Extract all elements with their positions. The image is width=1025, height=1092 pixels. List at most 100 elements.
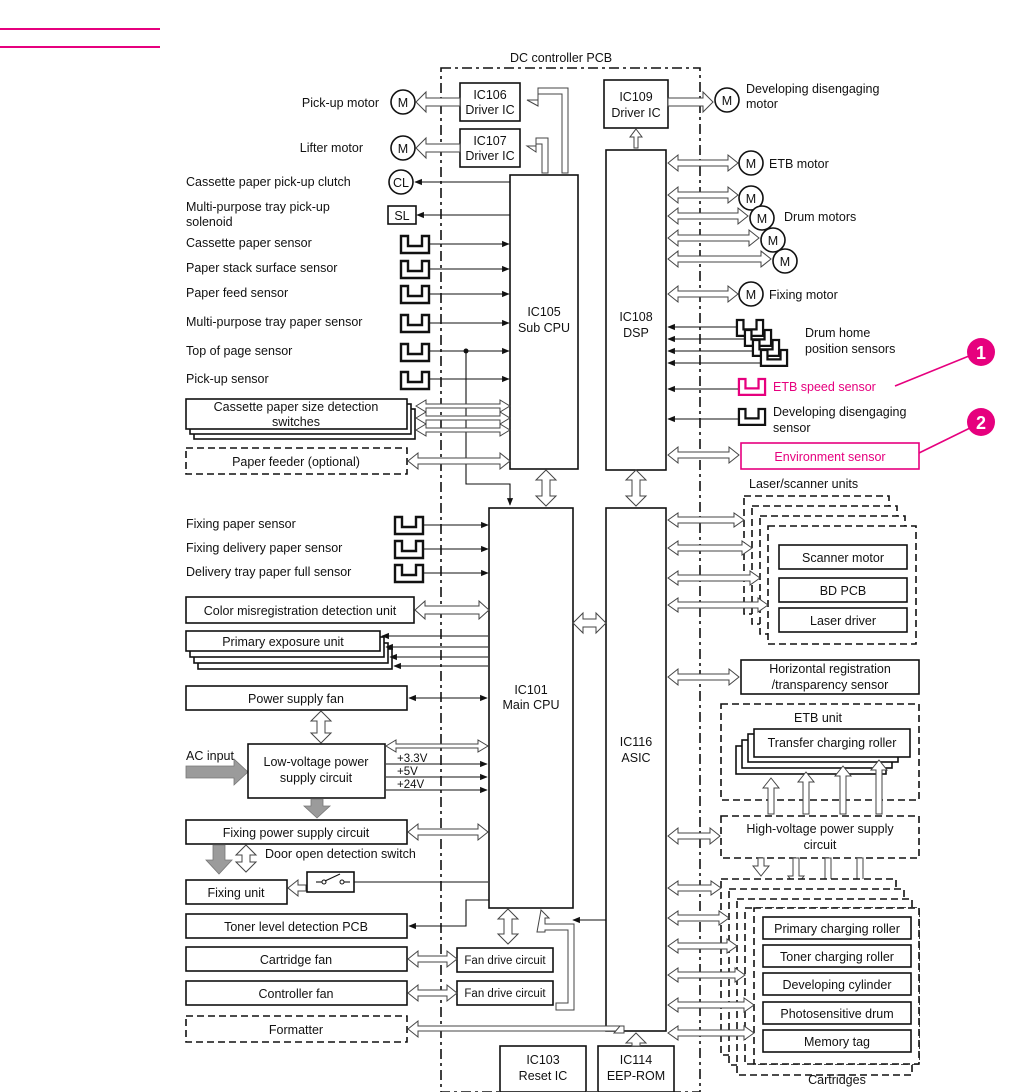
motor-icon: M: [746, 288, 756, 302]
horiz-reg-label-2: /transparency sensor: [772, 678, 889, 692]
lifter-motor: Lifter motor M: [300, 135, 461, 161]
ic114-sublabel: EEP-ROM: [607, 1069, 665, 1083]
drum-motors-label: Drum motors: [784, 210, 856, 224]
etb-unit-label: ETB unit: [794, 711, 842, 725]
hv-power-label-2: circuit: [804, 838, 837, 852]
developing-cylinder-label: Developing cylinder: [782, 978, 891, 992]
lifter-motor-label: Lifter motor: [300, 141, 363, 155]
ic116-label: IC116: [620, 735, 652, 749]
ic105-sub-cpu: IC105 Sub CPU: [509, 174, 579, 470]
dev-disengaging-motor: M Developing disengaging motor: [667, 82, 879, 114]
cassette-size-label: Cassette paper size detection: [214, 400, 379, 414]
fixing-power-arrow: [205, 844, 233, 875]
motor-icon: M: [746, 192, 756, 206]
formatter: Formatter: [185, 1015, 625, 1043]
sensor-icon: [393, 539, 425, 560]
fixing-delivery-sensor-label: Fixing delivery paper sensor: [186, 541, 342, 555]
ic107-driver: IC107 Driver IC: [459, 128, 521, 168]
power-supply-fan-label: Power supply fan: [248, 692, 344, 706]
ic105-label: IC105: [527, 305, 560, 319]
dev-disengaging-sensor-label-2: sensor: [773, 421, 811, 435]
mp-solenoid-label: Multi-purpose tray pick-up: [186, 200, 330, 214]
formatter-label: Formatter: [269, 1023, 323, 1037]
header-rule-bottom: [0, 46, 160, 48]
scanner-motor-label: Scanner motor: [802, 551, 884, 565]
primary-exposure-unit: Primary exposure unit: [185, 630, 488, 670]
fixing-paper-sensor-label: Fixing paper sensor: [186, 517, 296, 531]
ic108-sublabel: DSP: [623, 326, 649, 340]
fixing-motor-label: Fixing motor: [769, 288, 838, 302]
ic101-main-cpu: IC101 Main CPU: [488, 507, 574, 909]
motor-icon: M: [398, 142, 408, 156]
motor-icon: M: [398, 96, 408, 110]
color-misreg-label: Color misregistration detection unit: [204, 604, 397, 618]
ic105-sublabel: Sub CPU: [518, 321, 570, 335]
drum-motors: M M M M Drum motors: [667, 185, 856, 274]
v5-label: +5V: [397, 766, 418, 778]
environment-sensor: Environment sensor 2: [667, 408, 995, 470]
dc-controller-label: DC controller PCB: [510, 51, 612, 65]
fixing-unit: Fixing unit: [185, 871, 488, 905]
ic106-label: IC106: [473, 88, 506, 102]
cassette-size-label-2: switches: [272, 415, 320, 429]
ic109-driver: IC109 Driver IC: [603, 79, 669, 129]
fixing-motor: M Fixing motor: [667, 281, 838, 307]
fixing-power-label: Fixing power supply circuit: [223, 826, 370, 840]
sensor-icon: [399, 342, 431, 363]
laser-driver-label: Laser driver: [810, 614, 876, 628]
mp-paper-sensor-label: Multi-purpose tray paper sensor: [186, 315, 362, 329]
fan-drive-1-label: Fan drive circuit: [464, 955, 546, 967]
motor-icon: M: [757, 212, 767, 226]
bd-pcb-label: BD PCB: [820, 584, 867, 598]
paper-feeder-label: Paper feeder (optional): [232, 455, 360, 469]
primary-exposure-label: Primary exposure unit: [222, 635, 344, 649]
motor-icon: M: [780, 255, 790, 269]
ac-input-label: AC input: [186, 749, 234, 763]
ic116-sublabel: ASIC: [621, 751, 650, 765]
drum-home-label: Drum home: [805, 326, 870, 340]
solenoid-icon: SL: [394, 209, 409, 223]
cartridges-label: Cartridges: [808, 1073, 866, 1087]
clutch-icon: CL: [393, 176, 409, 190]
photosensitive-drum-label: Photosensitive drum: [780, 1007, 893, 1021]
pickup-sensor-label: Pick-up sensor: [186, 372, 269, 386]
etb-unit: ETB unit Transfer charging roller: [720, 703, 920, 801]
drum-home-sensors: Drum home position sensors: [667, 318, 895, 368]
laser-scanner-units: Laser/scanner units Scanner motor BD PCB…: [667, 477, 917, 645]
callout-1-badge: 1: [976, 343, 986, 363]
cartridge-fan: Cartridge fan: [185, 946, 458, 972]
left-sensors: Cassette paper sensor Paper stack surfac…: [186, 234, 514, 506]
controller-fan: Controller fan: [185, 980, 458, 1006]
motor-icon: M: [768, 234, 778, 248]
toner-level-pcb: Toner level detection PCB: [185, 899, 489, 939]
hv-to-etb-arrows: [761, 759, 889, 815]
color-misregistration-unit: Color misregistration detection unit: [185, 596, 490, 624]
cartridges: Primary charging roller Toner charging r…: [667, 878, 920, 1087]
ic101-label: IC101: [514, 683, 547, 697]
environment-sensor-label: Environment sensor: [774, 450, 885, 464]
etb-motor: M ETB motor: [667, 150, 829, 176]
fixing-sensors: Fixing paper sensor Fixing delivery pape…: [186, 515, 489, 584]
ic109-label: IC109: [619, 90, 652, 104]
transfer-roller-label: Transfer charging roller: [768, 736, 897, 750]
low-voltage-power-supply: AC input Low-voltage power supply circui…: [185, 739, 489, 819]
etb-motor-label: ETB motor: [769, 157, 829, 171]
power-supply-fan: Power supply fan: [185, 685, 488, 744]
internal-buses: [496, 87, 648, 1047]
primary-roller-label: Primary charging roller: [774, 922, 900, 936]
laser-scanner-units-label: Laser/scanner units: [749, 477, 858, 491]
controller-fan-label: Controller fan: [258, 987, 333, 1001]
pickup-motor: Pick-up motor M: [302, 89, 461, 115]
memory-tag-label: Memory tag: [804, 1035, 870, 1049]
v24-label: +24V: [397, 779, 425, 791]
hv-power-label: High-voltage power supply: [746, 822, 894, 836]
sensor-icon: [393, 515, 425, 536]
fixing-power-supply: Fixing power supply circuit Door open de…: [185, 819, 489, 875]
ic103-label: IC103: [526, 1053, 559, 1067]
toner-roller-label: Toner charging roller: [780, 950, 894, 964]
horiz-reg-label: Horizontal registration: [769, 662, 891, 676]
drum-home-label-2: position sensors: [805, 342, 895, 356]
toner-level-label: Toner level detection PCB: [224, 920, 368, 934]
header-rule-top: [0, 28, 160, 30]
